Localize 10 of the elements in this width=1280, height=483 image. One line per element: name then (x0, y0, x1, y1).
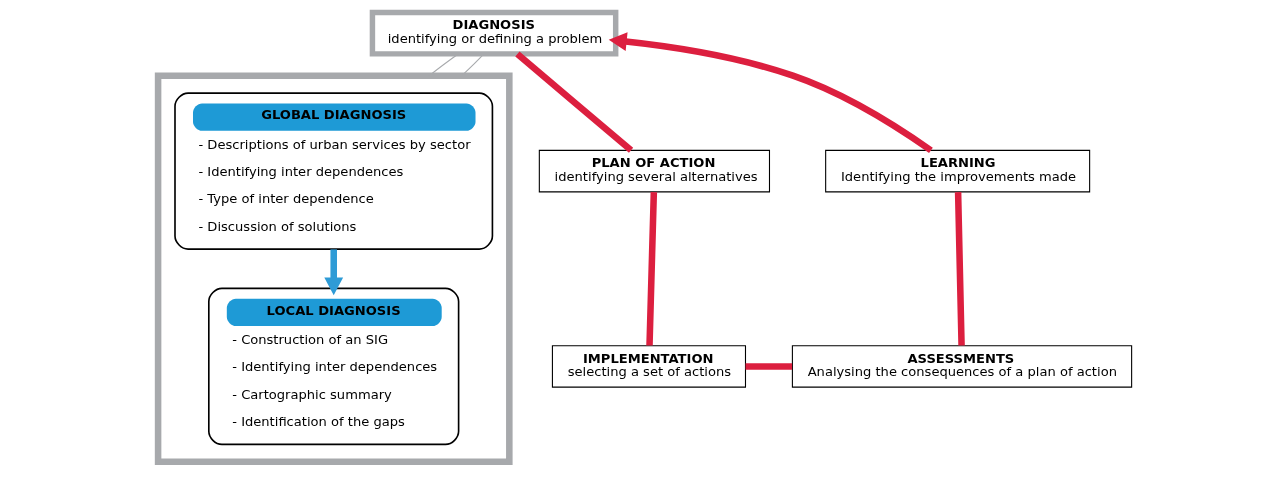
arrow (323, 249, 343, 296)
arrow (608, 32, 933, 154)
node-box: GLOBAL DIAGNOSIS - Descriptions of urban services by sector - Identifying inter dependences - Type of inter dependence - Discussion of solutions (173, 92, 493, 250)
node-box: DIAGNOSIS identifying or defining a problem (369, 9, 618, 57)
node-box: PLAN OF ACTION identifying several alternatives (538, 149, 770, 193)
node-box: LOCAL DIAGNOSIS - Construction of an SIG - Identifying inter dependences - Cartographic summary - Identification of the gaps (207, 287, 459, 446)
node-box: LEARNING Identifying the improvements made (824, 149, 1090, 193)
node-box: IMPLEMENTATION selecting a set of actions (551, 345, 746, 388)
cluster (154, 72, 513, 466)
node-box: ASSESSMENTS Analysing the consequences of a plan of action (791, 345, 1132, 388)
